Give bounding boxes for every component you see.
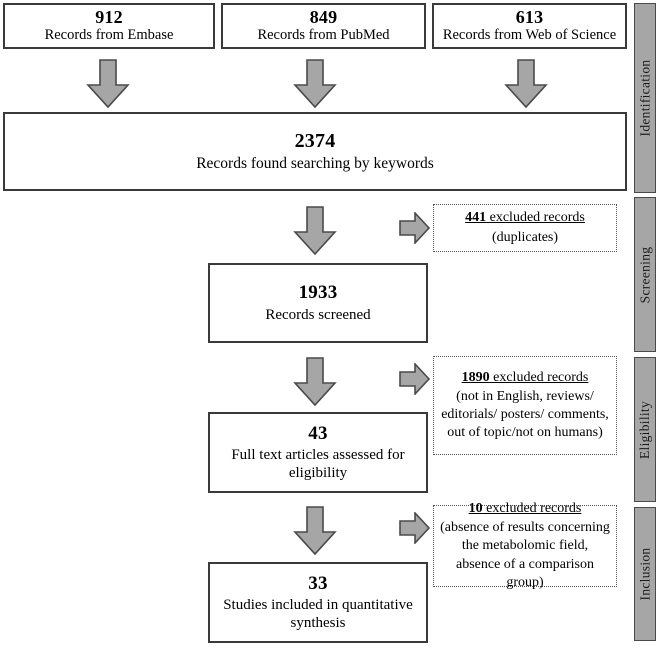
exclusion-reasons: (duplicates) [491,229,559,245]
exclusion-heading: 1890 excluded records [462,369,589,387]
stage-count: 1933 [298,282,338,304]
exclusion-box-duplicates: 441 excluded records (duplicates) [433,204,617,252]
phase-label: Eligibility [637,400,652,459]
source-label: Records from Web of Science [442,27,617,44]
exclusion-count: 441 [465,210,487,226]
source-label: Records from Embase [44,27,174,44]
arrow-right-icon [399,212,431,244]
exclusion-reasons: (not in English, reviews/ editorials/ po… [441,388,609,441]
exclusion-count: 1890 [461,369,490,385]
exclusion-heading-rest: excluded records [482,501,582,517]
phase-bar-screening: Screening [634,197,656,352]
stage-label: Studies included in quantitative synthes… [223,596,413,632]
exclusion-reasons: (absence of results concerning the metab… [440,520,610,590]
stage-label: Full text articles assessed for eligibil… [231,446,405,482]
source-box-pubmed: 849 Records from PubMed [221,3,426,49]
exclusion-heading-rest: excluded records [489,369,589,385]
arrow-down-icon [293,506,337,556]
stage-count: 33 [308,572,328,594]
stage-box-full-text-assessed: 43 Full text articles assessed for eligi… [208,412,428,493]
total-count: 2374 [294,129,336,152]
phase-bar-inclusion: Inclusion [634,507,656,641]
arrow-down-icon [86,59,130,109]
arrow-right-icon [399,512,431,544]
phase-label: Screening [637,246,652,303]
stage-label: Records screened [265,306,371,323]
exclusion-heading: 10 excluded records [469,500,582,518]
exclusion-heading: 441 excluded records [465,209,585,227]
exclusion-box-inclusion: 10 excluded records (absence of results … [433,501,617,590]
arrow-down-icon [293,59,337,109]
total-records-box: 2374 Records found searching by keywords [3,112,627,191]
phase-label: Identification [637,59,653,137]
source-box-embase: 912 Records from Embase [3,3,215,49]
phase-bar-identification: Identification [634,3,656,193]
source-box-web-of-science: 613 Records from Web of Science [432,3,627,49]
stage-count: 43 [308,422,328,444]
phase-label: Inclusion [637,547,653,601]
source-count: 912 [95,7,123,28]
arrow-down-icon [293,357,337,407]
exclusion-box-eligibility: 1890 excluded records (not in English, r… [433,356,617,455]
source-count: 613 [515,7,544,28]
source-count: 849 [309,7,338,28]
exclusion-heading-rest: excluded records [486,210,585,226]
source-label: Records from PubMed [257,27,390,44]
total-label: Records found searching by keywords [196,155,434,173]
arrow-down-icon [293,206,337,256]
arrow-right-icon [399,363,431,395]
stage-box-studies-included: 33 Studies included in quantitative synt… [208,562,428,643]
exclusion-count: 10 [468,501,483,517]
phase-bar-eligibility: Eligibility [634,357,656,502]
stage-box-records-screened: 1933 Records screened [208,263,428,343]
arrow-down-icon [504,59,548,109]
